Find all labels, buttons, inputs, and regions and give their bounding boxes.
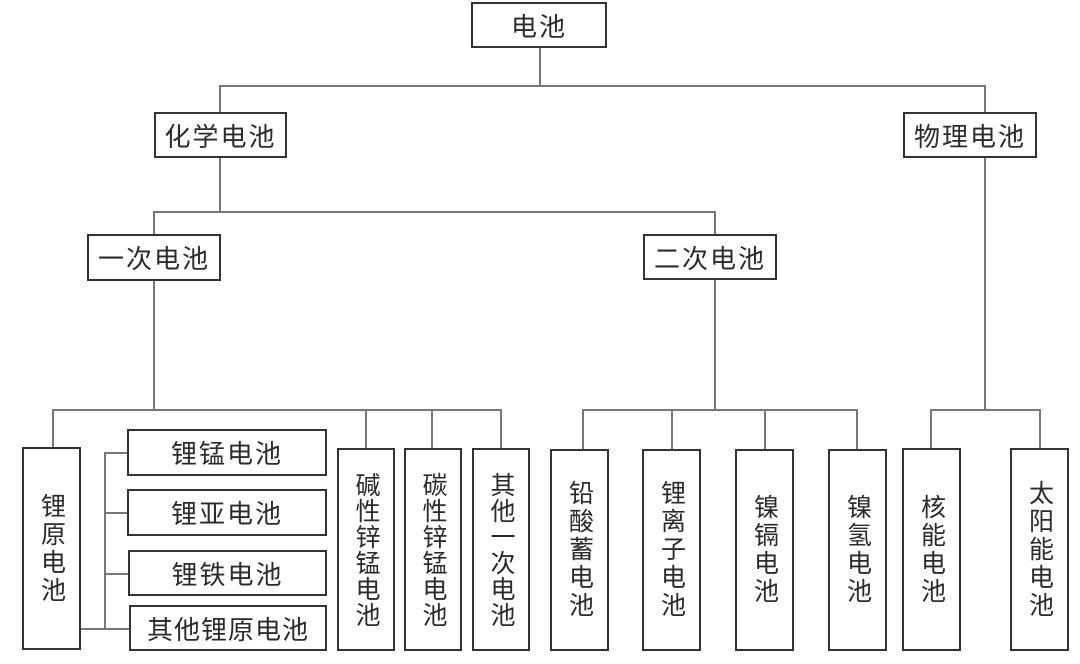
connector-to-lead-acid xyxy=(582,409,584,450)
node-physical-battery: 物理电池 xyxy=(903,112,1037,158)
connector-to-nimh xyxy=(856,409,858,450)
connector-chemical-bar xyxy=(153,211,716,213)
connector-to-other-li xyxy=(104,628,130,630)
connector-to-solar xyxy=(1039,409,1041,449)
connector-to-li-socl xyxy=(104,512,128,514)
node-lithium-iron-battery: 锂铁电池 xyxy=(128,550,327,596)
connector-to-li-fe xyxy=(104,573,128,575)
connector-to-nuclear xyxy=(930,409,932,449)
connector-physical-bar xyxy=(930,409,1041,411)
connector-to-nicd xyxy=(764,409,766,450)
node-lithium-thionyl-battery: 锂亚电池 xyxy=(127,489,327,536)
node-carbon-zinc-manganese-battery: 碳性锌锰电池 xyxy=(404,448,462,651)
node-solar-battery: 太阳能电池 xyxy=(1010,448,1069,651)
node-chemical-battery: 化学电池 xyxy=(154,112,287,158)
connector-chemical-stem xyxy=(219,157,221,213)
connector-to-other-primary xyxy=(500,409,502,449)
connector-to-primary xyxy=(153,211,155,235)
node-lithium-primary-battery: 锂原电池 xyxy=(22,447,81,650)
connector-to-physical xyxy=(984,85,986,113)
connector-lithium-out xyxy=(80,628,106,630)
connector-to-li-mn xyxy=(104,452,128,454)
connector-to-li-ion xyxy=(671,409,673,450)
connector-physical-stem xyxy=(984,157,986,411)
connector-secondary-stem xyxy=(714,279,716,411)
node-other-primary-battery: 其他一次电池 xyxy=(472,448,530,651)
node-lead-acid-battery: 铅酸蓄电池 xyxy=(550,449,609,651)
node-other-lithium-primary-battery: 其他锂原电池 xyxy=(129,605,327,651)
connector-to-chemical xyxy=(219,85,221,113)
connector-to-alkaline xyxy=(365,409,367,449)
connector-secondary-bar xyxy=(582,409,858,411)
node-secondary-battery: 二次电池 xyxy=(643,234,777,280)
connector-primary-stem xyxy=(153,280,155,411)
node-battery-root: 电池 xyxy=(471,2,607,48)
connector-lithium-spine xyxy=(104,452,106,629)
connector-root-stem xyxy=(539,47,541,86)
node-nickel-metal-hydride-battery: 镍氢电池 xyxy=(828,449,887,651)
node-lithium-manganese-battery: 锂锰电池 xyxy=(127,429,327,476)
node-lithium-ion-battery: 锂离子电池 xyxy=(642,449,701,651)
node-nuclear-battery: 核能电池 xyxy=(902,448,961,651)
connector-to-secondary xyxy=(714,211,716,235)
connector-to-lithium-primary xyxy=(52,409,54,448)
node-alkaline-zinc-manganese-battery: 碱性锌锰电池 xyxy=(337,448,395,651)
node-primary-battery: 一次电池 xyxy=(87,234,221,281)
connector-primary-bar xyxy=(52,409,502,411)
node-nickel-cadmium-battery: 镍镉电池 xyxy=(735,449,794,651)
connector-level1-bar xyxy=(219,85,986,87)
connector-to-carbon xyxy=(431,409,433,449)
